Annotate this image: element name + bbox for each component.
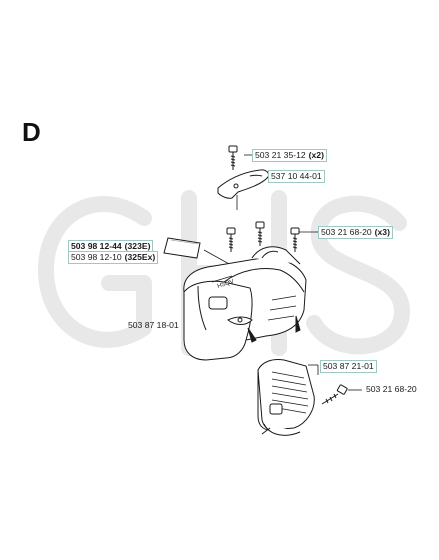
callout-screw-bottom: 503 21 68-20: [366, 384, 417, 394]
screw-icon: [228, 145, 238, 170]
screw-icon: [226, 227, 236, 252]
screw-icon: [321, 384, 348, 405]
label-sticker-icon: [163, 237, 201, 259]
heat-shield-icon: [217, 169, 269, 199]
section-letter: D: [22, 117, 41, 147]
callout-cylinder-cover: 503 87 18-01: [128, 320, 179, 330]
callout-screws-mid: 503 21 68-20(x3): [318, 226, 393, 239]
callout-heat-shield: 537 10 44-01: [268, 170, 325, 183]
screw-icon: [290, 227, 300, 252]
callout-screw-top: 503 21 35-12(x2): [252, 149, 327, 162]
callout-muffler-guard: 503 87 21-01: [320, 360, 377, 373]
muffler-guard-icon: [257, 359, 315, 436]
screw-icon: [255, 221, 265, 246]
callout-label-325ex: 503 98 12-10(325Ex): [68, 251, 159, 264]
cylinder-cover-icon: HSQV: [183, 246, 307, 361]
svg-text:HSQV: HSQV: [217, 279, 235, 290]
